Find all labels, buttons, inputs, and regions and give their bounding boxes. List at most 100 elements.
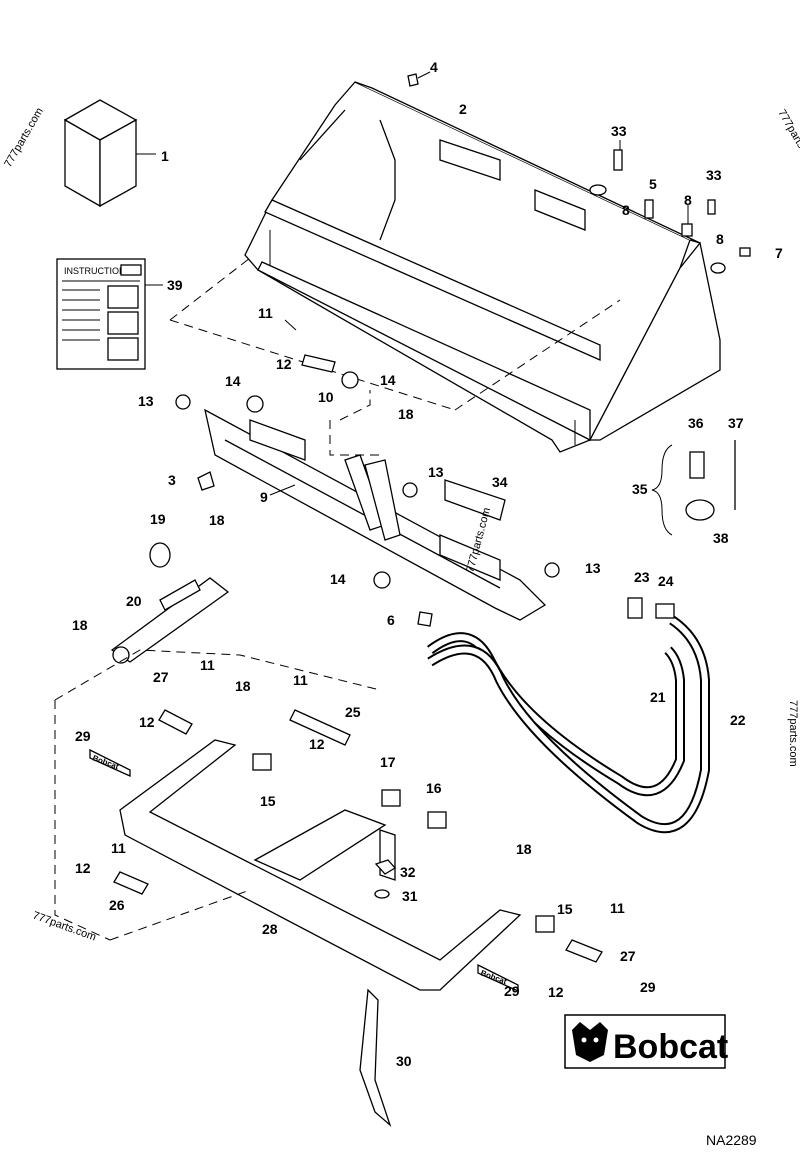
callout-18: 18: [209, 512, 225, 528]
callout-18: 18: [235, 678, 251, 694]
decal-left-text: Bobcat: [91, 753, 120, 771]
callout-34: 34: [492, 474, 508, 490]
mounting-frame: [204, 408, 547, 621]
watermark-top-right: 777parts.com: [775, 108, 800, 172]
seal-part-19: [149, 542, 171, 568]
pin-part-25: [289, 709, 351, 746]
bushing-part-14b: [341, 371, 359, 389]
callout-20: 20: [126, 593, 142, 609]
watermark-bottom-left: 777parts.com: [31, 910, 98, 944]
logo-brand-text: Bobcat: [613, 1028, 728, 1066]
callout-2: 2: [459, 101, 467, 117]
callout-8: 8: [716, 231, 724, 247]
bushing-part-15b: [535, 915, 555, 933]
pin-part-27b: [565, 939, 603, 963]
bushing-part-15a: [252, 753, 272, 771]
drawing-code: NA2289: [706, 1132, 757, 1148]
callout-9: 9: [260, 489, 268, 505]
bushing-part-13c: [544, 562, 560, 578]
callout-6: 6: [387, 612, 395, 628]
callout-30: 30: [396, 1053, 412, 1069]
watermark-top-left: 777parts.com: [2, 106, 46, 170]
cylinder: [110, 577, 230, 664]
decal-left: Bobcat: [89, 748, 131, 778]
callout-1: 1: [161, 148, 169, 164]
callout-17: 17: [380, 754, 396, 770]
callout-14: 14: [380, 372, 396, 388]
nut-part-8a: [589, 184, 607, 196]
callout-labels: 1234567888910111111111112121212121313131…: [72, 59, 783, 1069]
callout-12: 12: [309, 736, 325, 752]
nut-part-8c: [710, 262, 726, 274]
pin-part-26: [113, 871, 149, 895]
callout-33: 33: [706, 167, 722, 183]
tooth: [359, 988, 392, 1128]
pin-part-27a: [158, 709, 193, 735]
callout-35: 35: [632, 481, 648, 497]
nut-part-6: [417, 611, 433, 627]
washer-part-31: [374, 889, 390, 899]
bobcat-logo-panel: Bobcat: [564, 1014, 728, 1069]
callout-12: 12: [75, 860, 91, 876]
hoses: [427, 615, 710, 834]
callout-38: 38: [713, 530, 729, 546]
callout-10: 10: [318, 389, 334, 405]
callout-4: 4: [430, 59, 438, 75]
bolt-part-7: [739, 247, 751, 257]
callout-13: 13: [585, 560, 601, 576]
bushing-part-14c: [373, 571, 391, 589]
bushing-part-13a: [175, 394, 191, 410]
bobcat-logo-icon: [572, 1022, 608, 1062]
callout-13: 13: [428, 464, 444, 480]
callout-11: 11: [111, 840, 126, 856]
callout-14: 14: [225, 373, 241, 389]
callout-21: 21: [650, 689, 666, 705]
fitting-part-24: [655, 603, 675, 619]
callout-18: 18: [72, 617, 88, 633]
callout-12: 12: [139, 714, 155, 730]
callout-23: 23: [634, 569, 650, 585]
bolt-part-33a: [613, 140, 623, 171]
callout-33: 33: [611, 123, 627, 139]
nut-part-32: [374, 859, 397, 875]
instructions-title: INSTRUCTIONS: [64, 266, 132, 276]
bushing-part-17: [381, 789, 401, 807]
callout-22: 22: [730, 712, 746, 728]
bushing-part-14a: [246, 395, 264, 413]
callout-11: 11: [200, 657, 215, 673]
callout-18: 18: [398, 406, 414, 422]
callout-31: 31: [402, 888, 418, 904]
callout-11: 11: [610, 900, 625, 916]
bolt-part-4: [407, 71, 431, 87]
callout-26: 26: [109, 897, 125, 913]
callout-29: 29: [640, 979, 656, 995]
instructions-manual: INSTRUCTIONS: [56, 258, 163, 370]
callout-11: 11: [293, 672, 308, 688]
fitting-part-23: [627, 597, 643, 619]
callout-29: 29: [75, 728, 91, 744]
callout-3: 3: [168, 472, 176, 488]
callout-16: 16: [426, 780, 442, 796]
bolt-part-11a: [284, 319, 297, 331]
callout-13: 13: [138, 393, 154, 409]
callout-29: 29: [504, 983, 520, 999]
callout-27: 27: [153, 669, 169, 685]
callout-7: 7: [775, 245, 783, 261]
callout-36: 36: [688, 415, 704, 431]
callout-32: 32: [400, 864, 416, 880]
watermark-right-edge: 777parts.com: [787, 700, 799, 767]
nut-part-8b: [681, 205, 693, 237]
callout-39: 39: [167, 277, 183, 293]
callout-14: 14: [330, 571, 346, 587]
callout-15: 15: [557, 901, 573, 917]
pin-assembly: [651, 440, 736, 536]
bolt-part-33b: [707, 199, 716, 215]
bolt-part-5: [644, 199, 654, 219]
bucket: [244, 81, 721, 453]
callout-8: 8: [684, 192, 692, 208]
callout-25: 25: [345, 704, 361, 720]
wedge-part-34: [444, 479, 506, 521]
callout-12: 12: [548, 984, 564, 1000]
